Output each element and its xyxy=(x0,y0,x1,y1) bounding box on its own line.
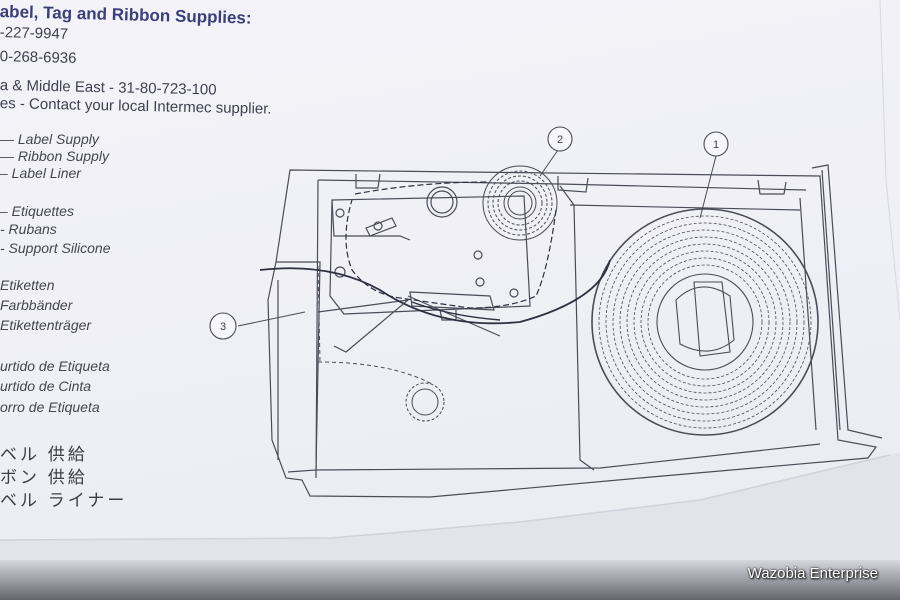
legend-fr-rubans: - Rubans xyxy=(0,221,57,237)
guide-roller-small-1 xyxy=(335,208,345,218)
label-path xyxy=(259,259,611,325)
guide-roller-upper xyxy=(426,186,458,218)
callout-1-circle xyxy=(703,131,729,157)
watermark-text: Wazobia Enterprise xyxy=(747,565,878,582)
legend-fr-etiquettes: – Etiquettes xyxy=(0,203,74,219)
housing-top-inner xyxy=(317,179,807,191)
housing-bottom-rail xyxy=(315,443,821,471)
callout-3-number: 3 xyxy=(220,321,226,333)
housing-side-right-3 xyxy=(821,169,841,431)
ribbon-path xyxy=(345,181,557,309)
legend-en-ribbon-supply: — Ribbon Supply xyxy=(0,148,109,164)
legend-de-etikettentraeger: Etikettenträger xyxy=(0,317,92,333)
legend-jp-ribbon: ボン 供給 xyxy=(0,468,88,487)
label-path-2 xyxy=(411,301,501,321)
housing-side-right xyxy=(799,197,817,431)
legend-en-label-supply: — Label Supply xyxy=(0,131,99,147)
housing-side-right-2 xyxy=(811,164,883,439)
platen-tooth xyxy=(439,309,457,321)
photo-shadow-band xyxy=(0,560,900,600)
printhead-arm xyxy=(331,199,411,241)
arm-lever xyxy=(365,217,397,237)
legend-fr-support: - Support Silicone xyxy=(0,240,111,256)
center-divider xyxy=(559,185,595,471)
legend-en-label-liner: – Label Liner xyxy=(0,165,81,181)
legend-jp-liner: ベル ライナー xyxy=(0,491,128,510)
callout-2-circle xyxy=(547,126,573,152)
tear-bar xyxy=(407,295,501,337)
divider-inner xyxy=(569,204,801,211)
callout-1-number: 1 xyxy=(713,139,719,151)
guide-roller-small-4 xyxy=(475,277,485,287)
callout-2-number: 2 xyxy=(557,134,563,146)
legend-de-farbbaender: Farbbänder xyxy=(0,297,73,313)
legend-es-cinta: urtido de Cinta xyxy=(0,378,92,394)
ribbon-roll xyxy=(482,165,558,241)
top-bracket-1 xyxy=(355,173,381,189)
guide-roller-upper-inner xyxy=(430,190,454,214)
legend-es-etiqueta: urtido de Etiqueta xyxy=(0,358,110,374)
printer-housing xyxy=(267,169,878,498)
legend-jp-label: ベル 供給 xyxy=(0,445,88,464)
printhead-frame xyxy=(329,195,531,315)
guide-roller-small-6 xyxy=(373,221,383,231)
label-roll xyxy=(591,208,819,436)
manual-page xyxy=(0,0,900,560)
top-bracket-3 xyxy=(757,179,787,195)
guide-roller-small-5 xyxy=(509,288,519,298)
platen-block xyxy=(409,291,495,311)
label-roll-hub xyxy=(675,286,735,352)
guide-roller-small-2 xyxy=(334,266,346,278)
liner-takeup xyxy=(317,265,445,422)
left-door xyxy=(276,261,321,473)
top-bracket-2 xyxy=(557,176,589,193)
callout-3-circle xyxy=(209,312,237,340)
label-roll-hub-key xyxy=(693,281,731,357)
legend-de-etiketten: Etiketten xyxy=(0,277,55,293)
legend-es-soporte: orro de Etiqueta xyxy=(0,399,100,415)
lower-mechanism xyxy=(317,299,410,353)
guide-roller-small-3 xyxy=(473,250,483,260)
